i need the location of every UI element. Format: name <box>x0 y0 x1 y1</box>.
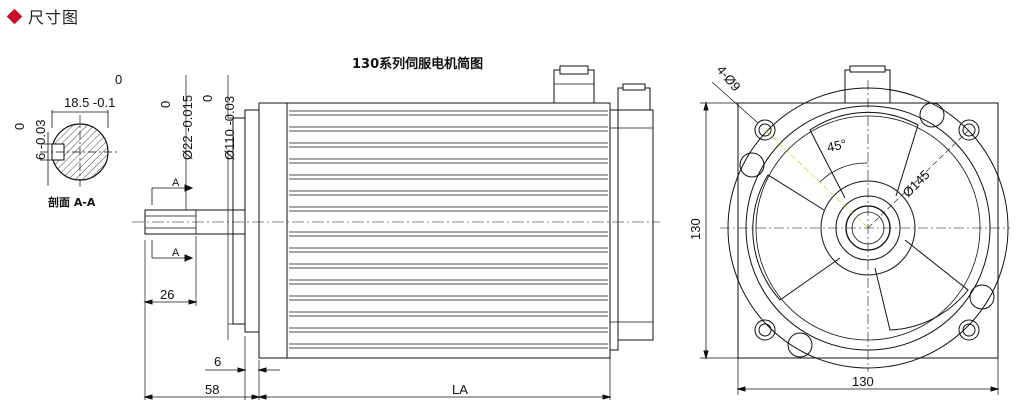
mount-hole-bl <box>754 319 776 341</box>
boss-bottom-left <box>787 332 813 358</box>
boss-left-top <box>739 152 765 178</box>
key-width-dimension: 6 -0.03 <box>33 120 48 160</box>
holes-dimension: 4-Ø9 <box>714 62 744 94</box>
section-title: 尺寸图 <box>28 8 80 27</box>
encoder-connector <box>617 87 651 111</box>
encoder-housing <box>617 109 654 341</box>
front-view <box>700 65 1010 395</box>
section-view <box>40 110 120 188</box>
depth-dimension: 18.5 -0.1 <box>64 95 115 110</box>
section-header: 尺寸图 <box>6 4 79 28</box>
flange-thickness-dimension: 6 <box>214 354 221 369</box>
front-connector <box>844 69 891 104</box>
shaft-length-dimension: 58 <box>205 382 219 397</box>
key-length-dimension: 26 <box>160 287 174 302</box>
pcd-dimension: Ø145 <box>900 167 933 200</box>
holes-leader <box>711 81 759 124</box>
mount-hole-tl <box>754 119 776 141</box>
side-view <box>132 65 660 400</box>
spigot-dia-tol-upper: 0 <box>200 95 215 102</box>
drawing-caption: 130系列伺服电机简图 <box>352 56 483 72</box>
mount-hole-tr <box>958 119 980 141</box>
front-end-cap <box>258 102 288 359</box>
angle-arc <box>819 162 869 183</box>
width-dimension: 130 <box>852 374 874 389</box>
boss-right-top <box>919 102 945 128</box>
depth-tol-upper: 0 <box>115 72 122 87</box>
angle-dimension: 45° <box>826 136 848 155</box>
mount-hole-br <box>958 319 980 341</box>
rear-end-cap <box>609 109 619 351</box>
power-connector <box>553 69 595 104</box>
section-label: 剖面 A-A <box>48 195 96 209</box>
shaft-dia-dimension: Ø22 -0.015 <box>180 95 195 160</box>
cooling-fins <box>289 110 608 349</box>
section-mark-bottom: A <box>172 247 180 259</box>
section-mark-top: A <box>172 177 180 189</box>
boss-right-bottom <box>969 284 995 310</box>
shaft-dia-tol-upper: 0 <box>158 101 173 108</box>
key-width-tol-upper: 0 <box>12 123 27 130</box>
motor-body <box>286 102 611 359</box>
mounting-flange <box>244 109 260 333</box>
spigot-dia-dimension: Ø110 -0.03 <box>222 96 237 160</box>
height-dimension: 130 <box>688 218 703 240</box>
body-length-dimension: LA <box>452 382 468 397</box>
